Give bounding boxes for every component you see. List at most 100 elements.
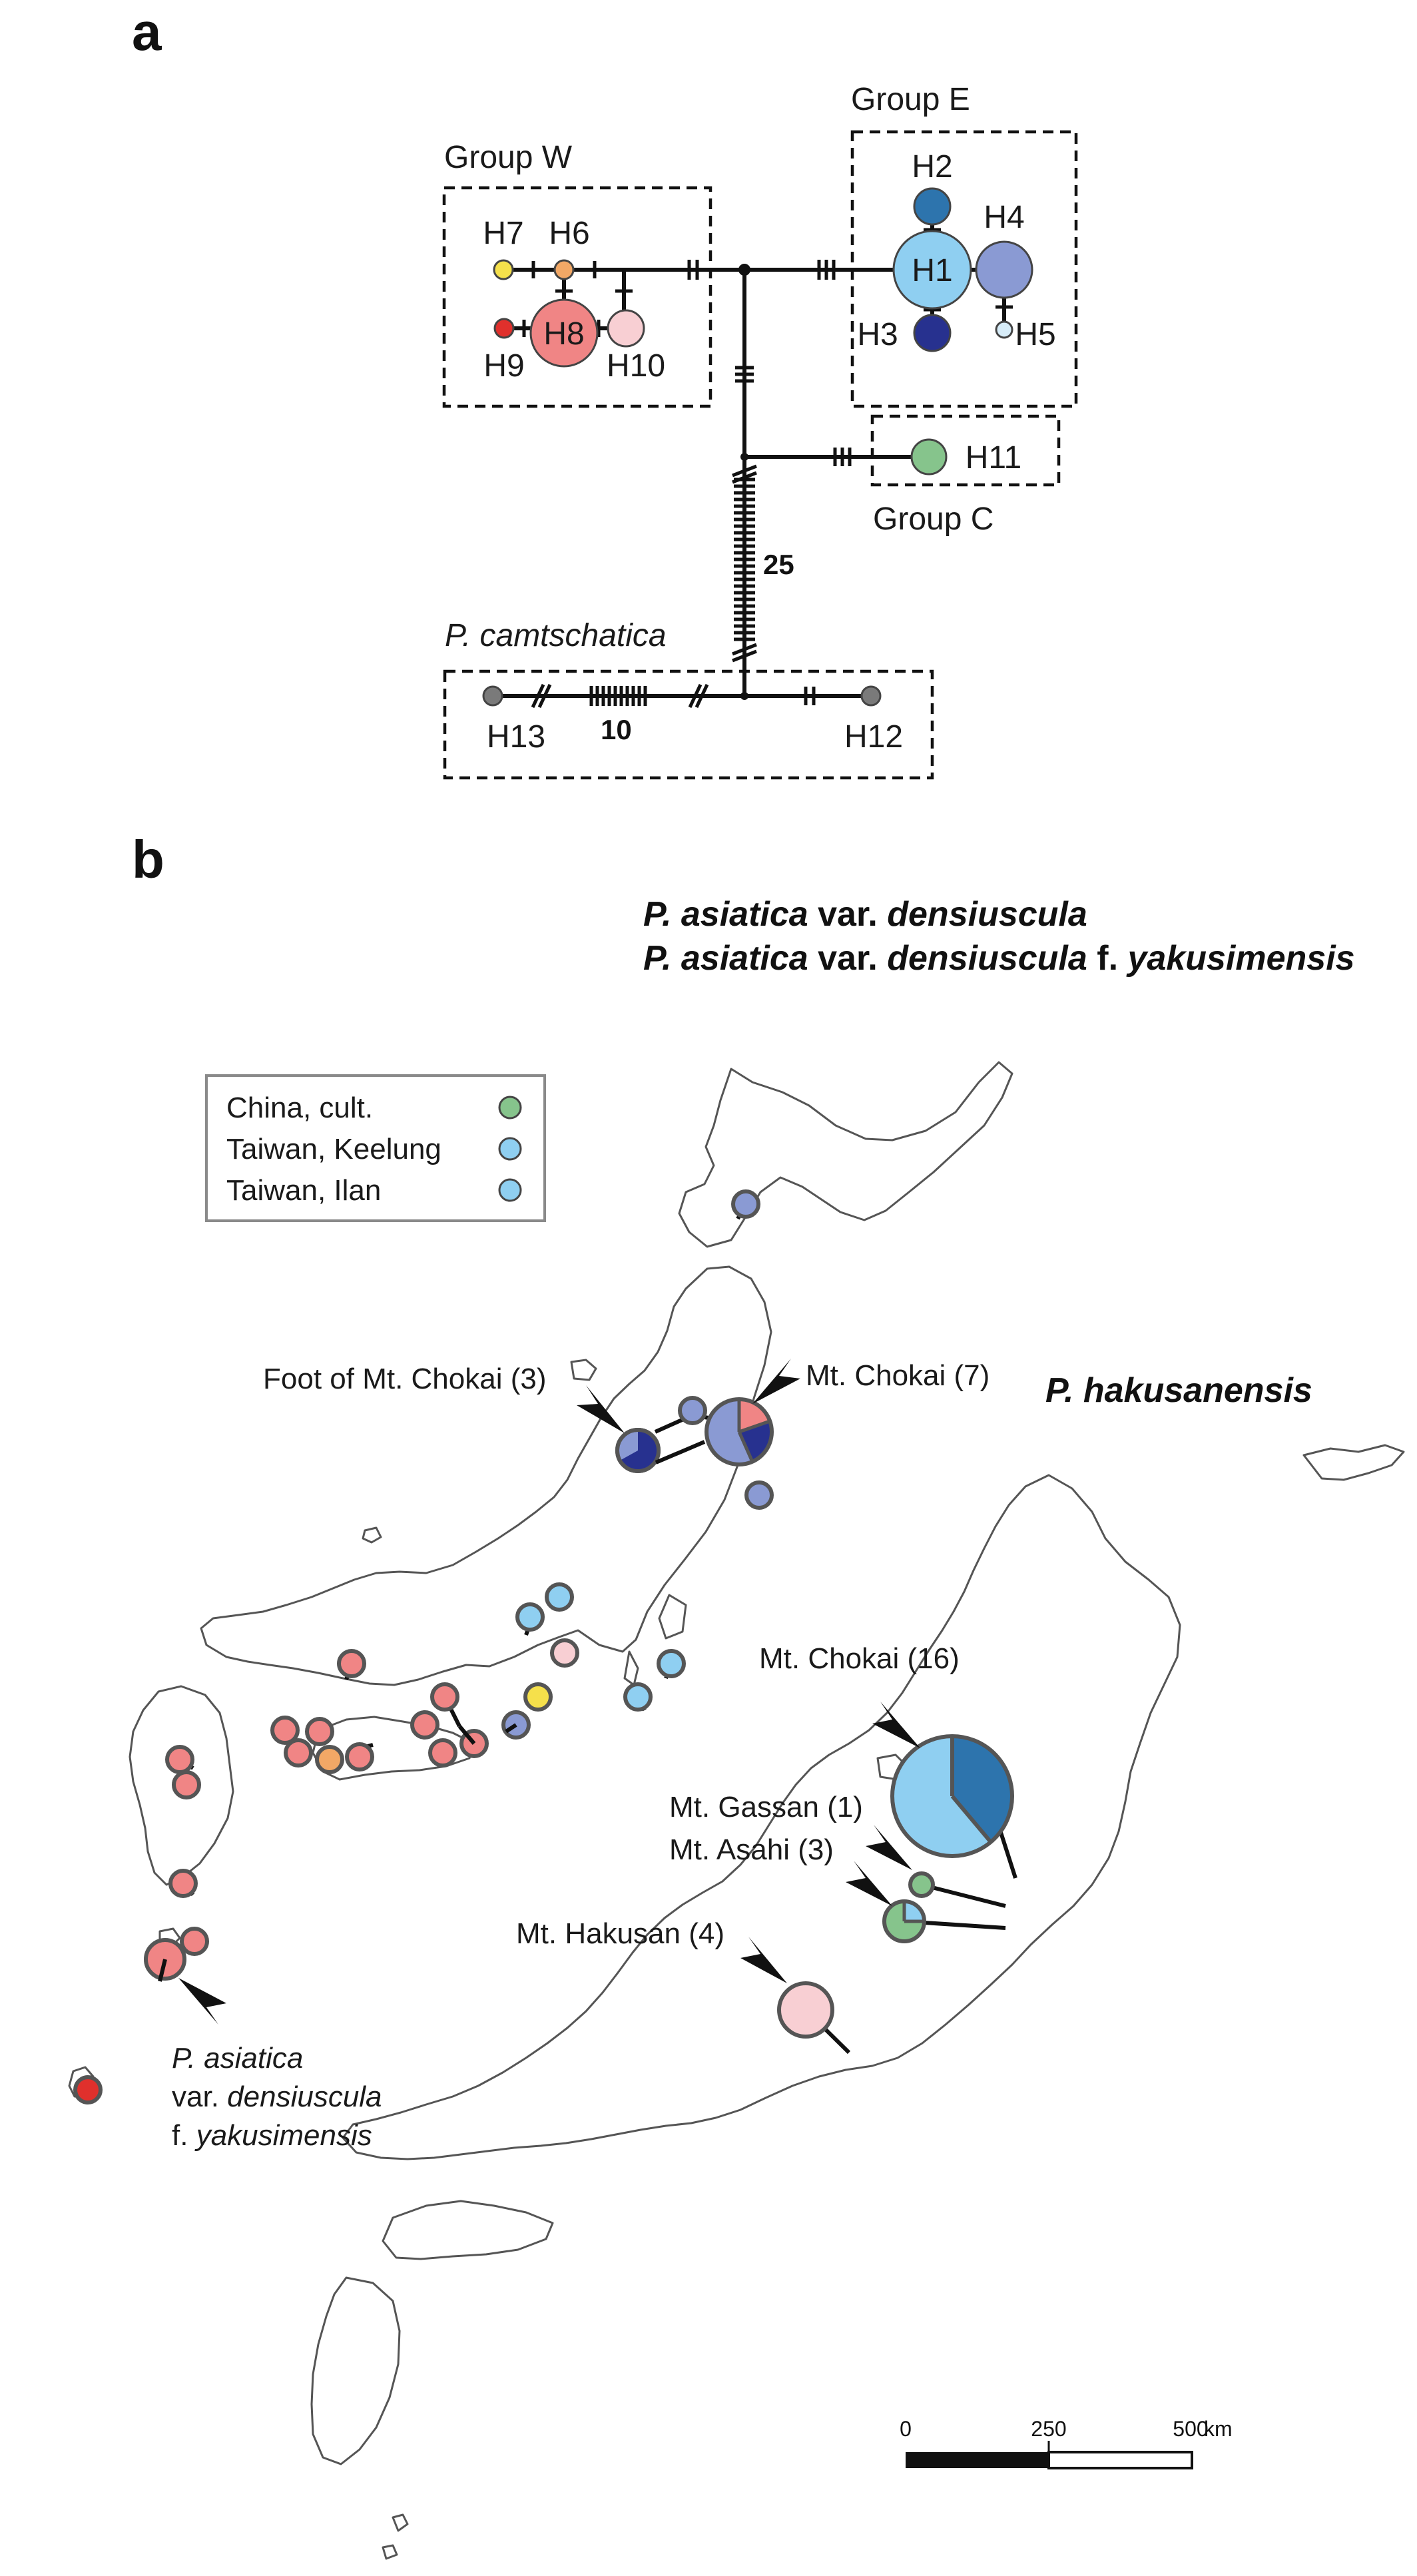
pie-chokai-16 [890,1734,1014,1858]
mutation-ticks [522,228,1013,709]
label-gassan: Mt. Gassan (1) [669,1791,863,1823]
label-h1: H1 [912,253,952,288]
label-h9: H9 [483,348,524,384]
site-marker-amami [73,2075,103,2104]
label-h6: H6 [549,216,589,251]
legend-swatch-keelung [498,1137,522,1161]
site-marker [270,1716,300,1745]
step-count-10: 10 [601,714,632,745]
node-h3 [913,314,952,352]
site-marker [345,1742,374,1771]
site-marker [284,1738,313,1768]
legend-label-ilan: Taiwan, Ilan [226,1174,381,1207]
map-title-line2: P. asiatica var. densiuscula f. yakusime… [643,939,1355,978]
label-yakusimensis: P. asiatica var. densiuscula f. yakusime… [172,2042,382,2152]
arrow-asahi [846,1861,892,1906]
site-marker [428,1738,457,1768]
label-foot-chokai: Foot of Mt. Chokai (3) [263,1363,546,1395]
legend-swatch-china [498,1096,522,1120]
label-h5: H5 [1015,317,1055,352]
site-marker [430,1682,459,1712]
step-count-25: 25 [763,549,794,580]
oki-islands [362,1526,382,1544]
inset-honshu-coast [342,1474,1181,2160]
panel-label-b: b [132,830,164,889]
label-asahi: Mt. Asahi (3) [669,1833,834,1866]
inset-map [310,1444,1405,2560]
node-h12 [860,685,882,707]
arrow-chokai-7 [752,1359,800,1404]
site-marker [337,1649,366,1678]
inset-islands-sw [382,2513,409,2560]
site-marker [678,1396,707,1425]
node-h1 [892,230,972,310]
arrow-yakushima [178,1978,226,2025]
label-h2: H2 [912,149,952,184]
site-marker [410,1710,439,1740]
map-title-line1: P. asiatica var. densiuscula [643,895,1087,934]
haplotype-nodes [482,187,1033,707]
pie-hakusan [777,1981,834,2039]
node-h10 [607,309,645,348]
haplotype-labels: H1 H2 H3 H4 H5 H6 H7 H8 H9 H10 H11 H12 H… [483,149,1055,755]
site-marker [180,1927,209,1956]
inset-shikoku [382,2200,554,2260]
label-h7: H7 [483,216,523,251]
legend-label-keelung: Taiwan, Keelung [226,1133,441,1165]
scale-bar: 0 250 500 km [900,2417,1233,2469]
arrow-foot-chokai [577,1385,625,1433]
hokkaido-coast [678,1061,1013,1248]
legend-label-china: China, cult. [226,1092,373,1124]
label-h4: H4 [984,200,1024,235]
site-marker [315,1745,344,1774]
honshu-coast [200,1265,772,1686]
node-h9 [493,318,515,339]
node-h2 [913,187,952,226]
label-h8: H8 [543,316,584,352]
shikoku-coast [312,1716,475,1781]
label-h11: H11 [966,440,1022,476]
scale-tick-250: 250 [1031,2417,1066,2441]
inset-title: P. hakusanensis [1045,1371,1312,1410]
site-marker [172,1770,201,1799]
scale-unit: km [1204,2417,1233,2441]
site-marker [523,1682,553,1712]
legend: China, cult. Taiwan, Keelung Taiwan, Ila… [205,1074,546,1222]
pie-asahi [882,1899,926,1943]
pie-gassan [908,1871,935,1898]
sado-island [570,1359,597,1381]
label-hakusan: Mt. Hakusan (4) [516,1917,724,1950]
label-h13: H13 [487,719,545,755]
node-h5 [995,320,1013,339]
label-chokai-16: Mt. Chokai (16) [759,1642,960,1675]
arrow-chokai-16 [872,1702,920,1748]
site-marker [165,1745,194,1774]
site-marker [550,1638,579,1668]
site-marker [545,1582,574,1612]
arrow-gassan [866,1825,912,1870]
arrow-hakusan [740,1937,787,1983]
node-h7 [493,259,514,280]
label-h3: H3 [857,317,898,352]
site-marker [515,1602,545,1632]
label-h10: H10 [607,348,665,384]
node-h13 [482,685,503,707]
svg-text:f. yakusimensis: f. yakusimensis [172,2119,372,2152]
node-h8 [529,298,599,368]
group-e-label: Group E [851,82,970,117]
site-marker [305,1717,334,1746]
camtschatica-box [443,669,934,780]
scale-tick-0: 0 [900,2417,912,2441]
node-h6 [553,259,575,280]
site-marker [623,1682,653,1712]
label-chokai-7: Mt. Chokai (7) [806,1359,990,1392]
svg-text:P. asiatica: P. asiatica [172,2042,303,2075]
legend-swatch-ilan [498,1178,522,1202]
median-vector [740,453,748,461]
node-h11 [910,438,948,476]
node-h4 [975,240,1033,299]
panel-label-a: a [132,2,162,61]
pie-foot-chokai [615,1428,661,1473]
median-vector [738,264,750,276]
